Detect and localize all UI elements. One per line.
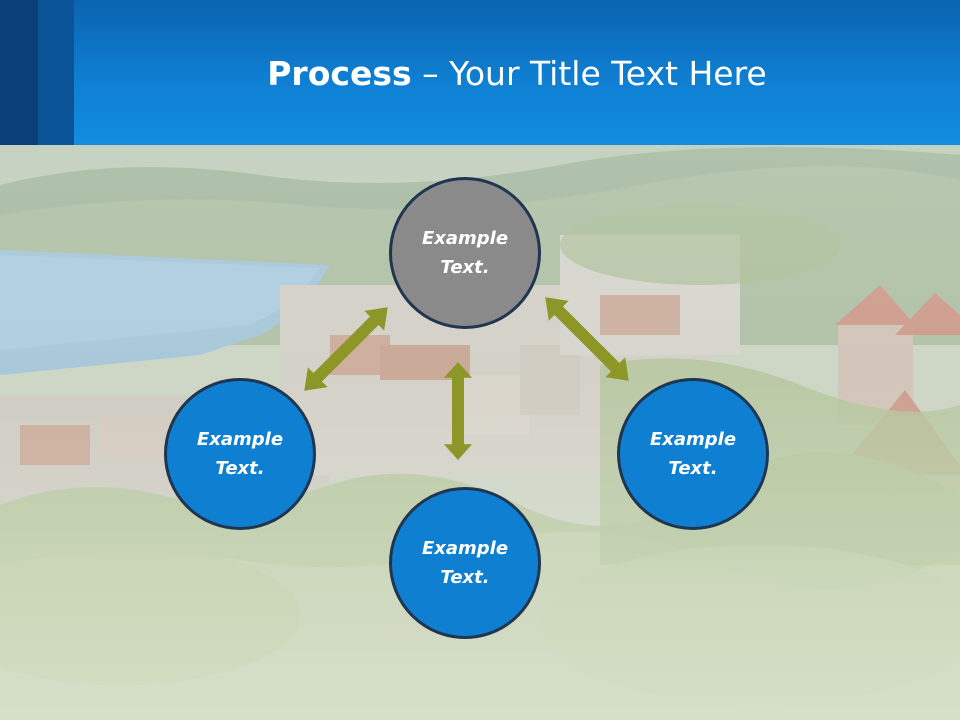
process-node-right: Example Text.	[617, 378, 769, 530]
title-bar: Process – Your Title Text Here	[0, 0, 960, 145]
process-node-label: Example Text.	[421, 538, 509, 588]
title-bold: Process	[267, 54, 412, 93]
double-arrow-icon	[294, 297, 398, 401]
header-accent-dark	[0, 0, 38, 145]
slide-title: Process – Your Title Text Here	[74, 48, 960, 100]
process-node-left: Example Text.	[164, 378, 316, 530]
double-arrow-icon	[444, 362, 472, 460]
double-arrow-icon	[535, 287, 639, 391]
process-node-label: Example Text.	[196, 429, 284, 479]
title-rest: – Your Title Text Here	[411, 54, 767, 93]
process-node-center: Example Text.	[389, 177, 541, 329]
process-node-label: Example Text.	[421, 228, 509, 278]
process-node-label: Example Text.	[649, 429, 737, 479]
process-node-bottom: Example Text.	[389, 487, 541, 639]
header-accent-mid	[38, 0, 74, 145]
